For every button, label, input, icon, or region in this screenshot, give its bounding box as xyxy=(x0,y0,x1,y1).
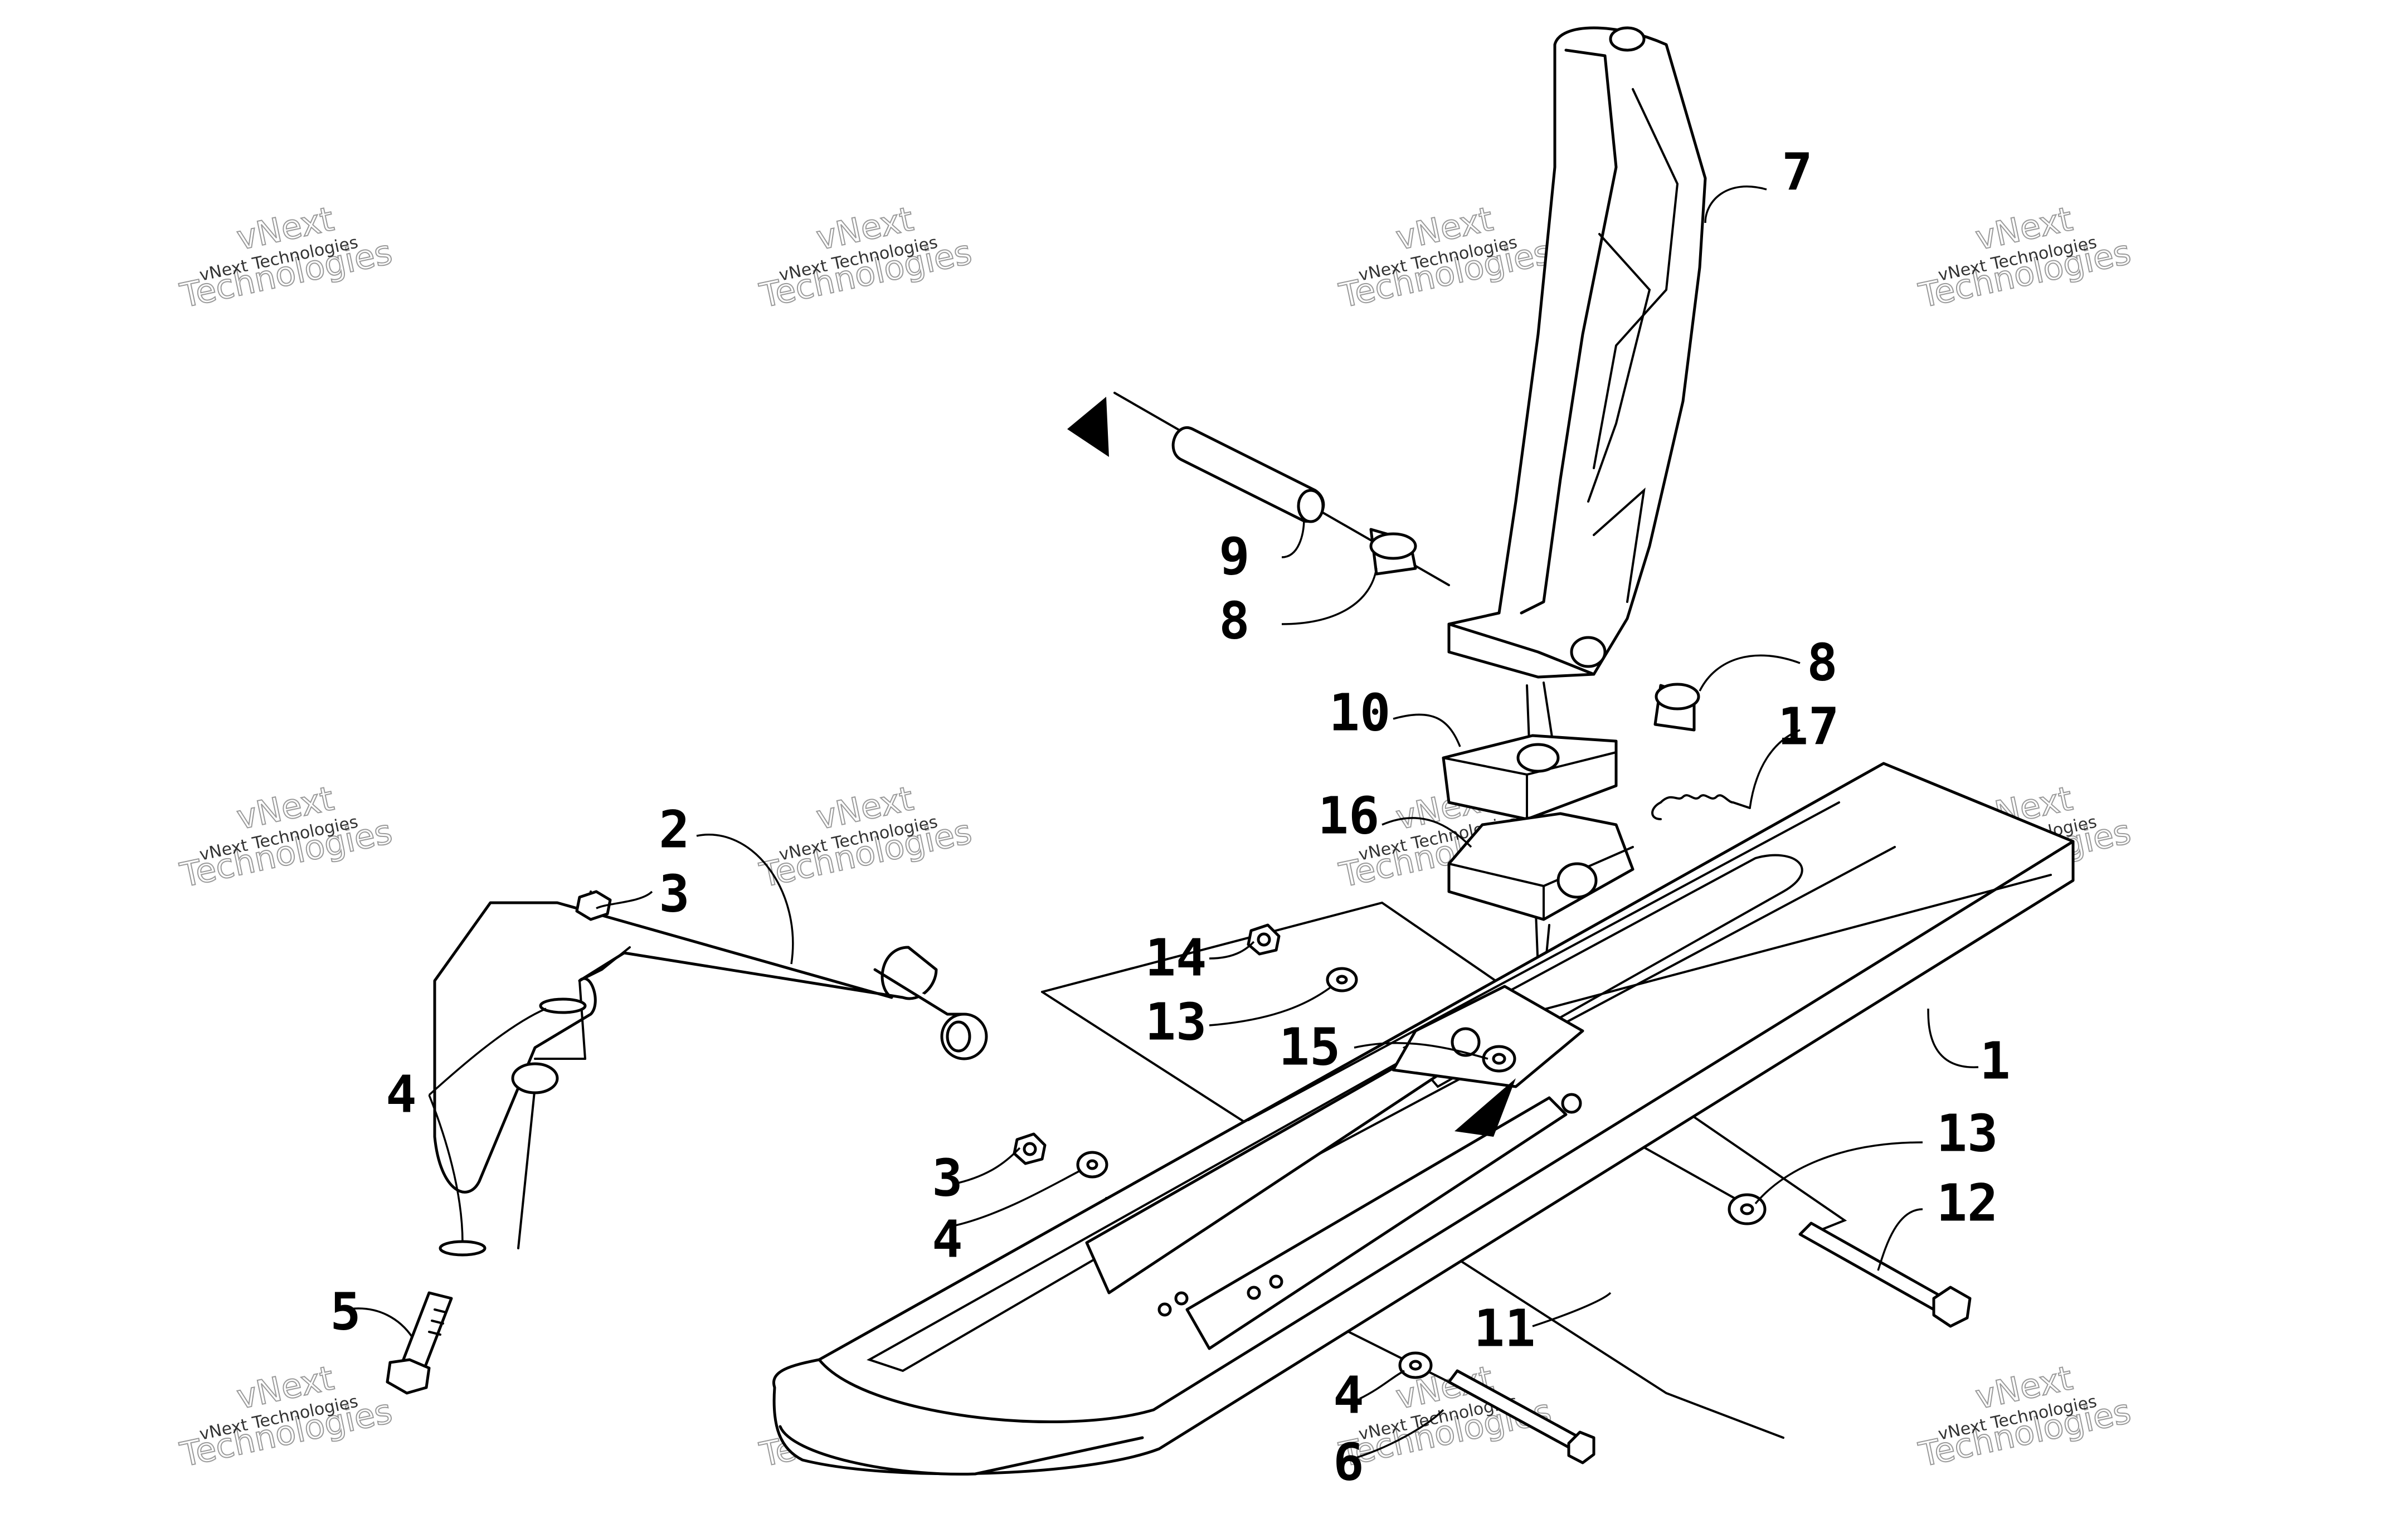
callout-8: 8 xyxy=(1219,591,1249,650)
arrow-head xyxy=(1067,397,1109,457)
callout-8: 8 xyxy=(1807,632,1837,692)
sleeve xyxy=(1171,426,1325,523)
callout-5: 5 xyxy=(330,1282,361,1341)
watermark: Technologies vNext vNext Technologies xyxy=(176,778,396,895)
callout-1: 1 xyxy=(1979,1031,2010,1091)
nut xyxy=(575,890,612,921)
washer xyxy=(439,1240,487,1257)
watermark: Technologies vNext vNext Technologies xyxy=(1335,199,1555,316)
callout-6: 6 xyxy=(1333,1432,1364,1492)
bolt xyxy=(1447,1369,1595,1464)
callout-17: 17 xyxy=(1778,697,1840,756)
washer xyxy=(1076,1151,1108,1179)
bolt xyxy=(386,1291,453,1395)
callout-13: 13 xyxy=(1145,992,1207,1052)
watermark: Technologies vNext vNext Technologies xyxy=(176,199,396,316)
callout-16: 16 xyxy=(1318,786,1380,845)
washer xyxy=(1398,1351,1433,1379)
callout-13: 13 xyxy=(1937,1103,1998,1163)
washer xyxy=(1482,1045,1516,1073)
hinge-bracket xyxy=(1447,812,1634,921)
callout-11: 11 xyxy=(1474,1298,1536,1358)
washer xyxy=(539,997,587,1014)
callout-4: 4 xyxy=(1333,1365,1364,1425)
bushing xyxy=(1653,683,1700,732)
watermark: Technologies vNext vNext Technologies xyxy=(1915,199,2135,316)
leader-lines xyxy=(345,186,1979,1461)
callout-4: 4 xyxy=(932,1209,962,1269)
callout-9: 9 xyxy=(1219,527,1249,586)
callout-10: 10 xyxy=(1329,683,1391,742)
callout-3: 3 xyxy=(659,864,689,923)
saddle-pad xyxy=(1442,734,1618,821)
watermark: Technologies vNext vNext Technologies xyxy=(756,199,976,316)
callout-3: 3 xyxy=(932,1148,962,1208)
callout-2: 2 xyxy=(659,800,689,859)
callout-labels: 1 2 3 3 4 4 4 5 6 7 8 8 9 10 11 12 13 13… xyxy=(330,142,2010,1492)
bolt xyxy=(1798,1221,1972,1328)
callout-4: 4 xyxy=(386,1064,416,1124)
nut xyxy=(1013,1132,1047,1165)
watermark: Technologies vNext vNext Technologies xyxy=(756,778,976,895)
callout-12: 12 xyxy=(1937,1173,1998,1233)
arrow-head xyxy=(1454,1078,1516,1137)
watermark: Technologies vNext vNext Technologies xyxy=(176,1358,396,1475)
callout-7: 7 xyxy=(1782,142,1812,202)
washer xyxy=(1326,967,1358,992)
ski-handle xyxy=(433,901,988,1194)
callout-15: 15 xyxy=(1279,1017,1341,1077)
nut xyxy=(1247,923,1281,956)
spindle xyxy=(1447,26,1707,679)
bushing xyxy=(1369,528,1417,576)
ski xyxy=(772,762,2075,1476)
watermark: Technologies vNext vNext Technologies xyxy=(1915,1358,2135,1475)
spring xyxy=(1651,794,1751,820)
callout-14: 14 xyxy=(1145,928,1207,987)
